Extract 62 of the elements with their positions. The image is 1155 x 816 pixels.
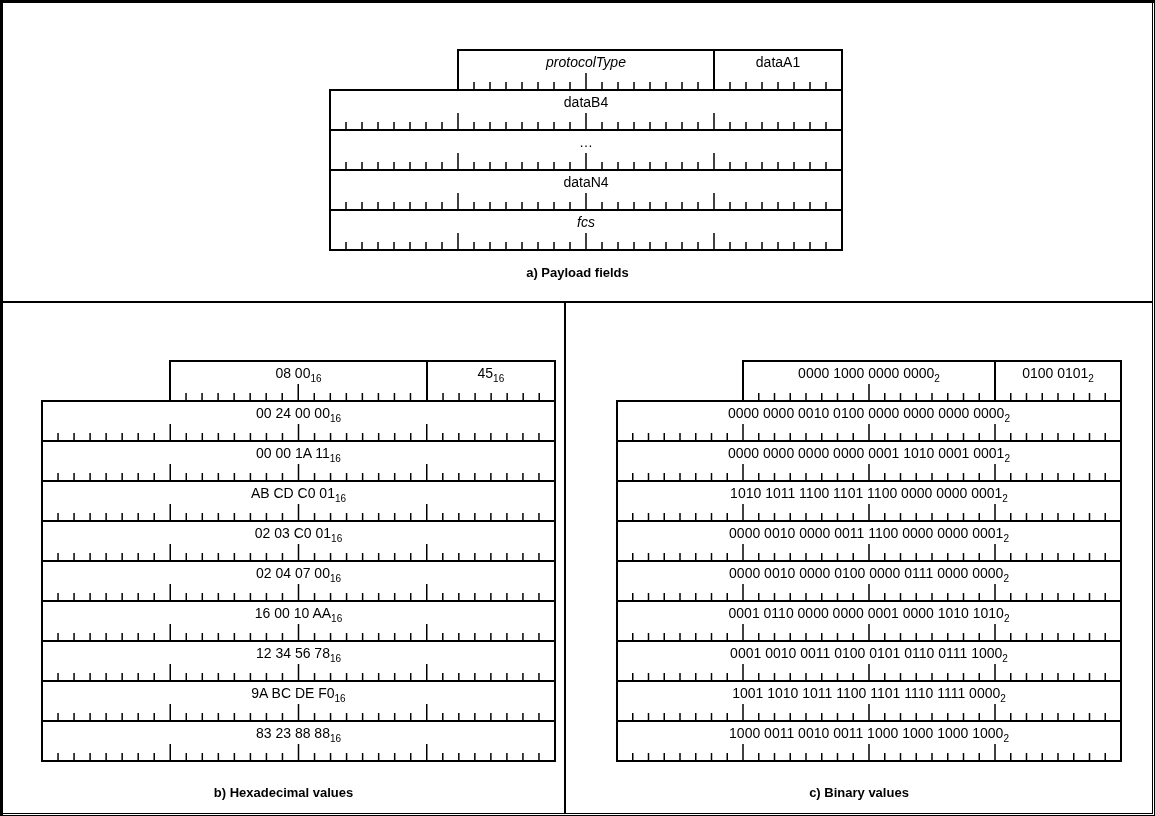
field-box [742, 360, 996, 402]
field-box [41, 520, 556, 562]
field-box [994, 360, 1122, 402]
field-value: 45$_{16}$ [476, 365, 506, 381]
field-value: … [578, 134, 594, 150]
field-box [329, 89, 843, 131]
field-value: 02 03 C0 01$_{16}$ [253, 525, 344, 541]
field-box [425, 360, 556, 402]
field-value: dataN4 [562, 174, 610, 190]
field-box [41, 440, 556, 482]
field-box [41, 600, 556, 642]
field-value: 0000 1000 0000 0000$_{2}$ [797, 365, 941, 381]
field-value: 0001 0110 0000 0000 0001 0000 1010 1010$_{2}$ [727, 605, 1011, 621]
field-box [41, 640, 556, 682]
panel-caption: b) Hexadecimal values [212, 785, 355, 800]
field-value: 0000 0010 0000 0011 1100 0000 0000 0001$_{2}$ [728, 525, 1010, 541]
field-box [616, 440, 1122, 482]
field-box [329, 209, 843, 251]
panel-caption: c) Binary values [808, 785, 910, 800]
field-box [329, 169, 843, 211]
field-box [616, 480, 1122, 522]
field-value: AB CD C0 01$_{16}$ [249, 485, 348, 501]
field-box [616, 640, 1122, 682]
field-box [457, 49, 715, 91]
field-value: 00 00 1A 11$_{16}$ [255, 445, 342, 461]
field-value: 02 04 07 00$_{16}$ [254, 565, 343, 581]
field-value: 16 00 10 AA$_{16}$ [253, 605, 344, 621]
field-box [329, 129, 843, 171]
field-value: 00 24 00 00$_{16}$ [254, 405, 343, 421]
field-value: 0000 0000 0010 0100 0000 0000 0000 0000$_{2}$ [727, 405, 1011, 421]
field-box [41, 720, 556, 762]
field-value: 1000 0011 0010 0011 1000 1000 1000 1000$_{2}$ [728, 725, 1010, 741]
field-box [169, 360, 428, 402]
field-value: protocolType [544, 54, 627, 70]
panel-frame [565, 302, 1153, 814]
field-value: 08 00$_{16}$ [274, 365, 323, 381]
field-value: 1010 1011 1100 1101 1100 0000 0000 0001$_{2}$ [729, 485, 1009, 501]
field-value: 0100 0101$_{2}$ [1021, 365, 1095, 381]
field-box [41, 400, 556, 442]
field-box [616, 560, 1122, 602]
field-box [616, 400, 1122, 442]
field-box [616, 520, 1122, 562]
field-value: 0000 0000 0000 0000 0001 1010 0001 0001$_{2}$ [727, 445, 1011, 461]
field-box [616, 680, 1122, 722]
field-box [41, 680, 556, 722]
field-value: 83 23 88 88$_{16}$ [254, 725, 343, 741]
field-value: 9A BC DE F0$_{16}$ [250, 685, 347, 701]
field-box [41, 480, 556, 522]
field-box [616, 600, 1122, 642]
panel-frame [2, 2, 1153, 302]
field-value: dataB4 [562, 94, 610, 110]
field-box [713, 49, 843, 91]
field-value: 0000 0010 0000 0100 0000 0111 0000 0000$_{2}$ [728, 565, 1010, 581]
field-value: 0001 0010 0011 0100 0101 0110 0111 1000$_{2}$ [729, 645, 1009, 661]
field-value: dataA1 [754, 54, 802, 70]
panel-frame [2, 302, 565, 814]
field-value: 1001 1010 1011 1100 1101 1110 1111 0000$_{2}$ [731, 685, 1007, 701]
field-box [41, 560, 556, 602]
field-value: fcs [576, 214, 596, 230]
field-box [616, 720, 1122, 762]
field-value: 12 34 56 78$_{16}$ [254, 645, 343, 661]
panel-caption: a) Payload fields [525, 265, 630, 280]
